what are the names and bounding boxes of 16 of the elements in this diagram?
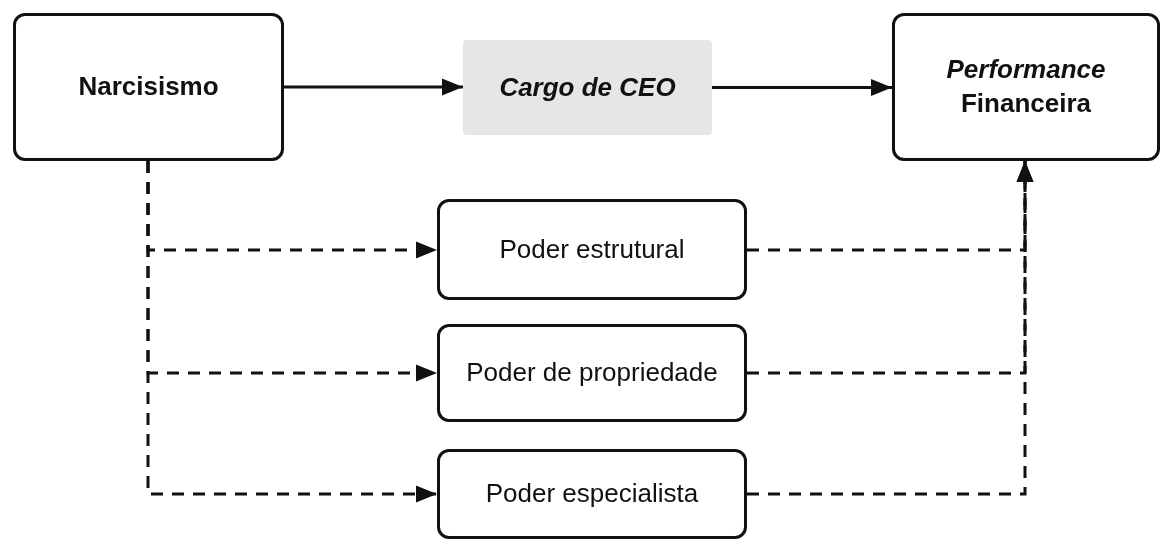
node-label: Poder de propriedade [465, 356, 719, 390]
node-label: Poder estrutural [498, 232, 686, 266]
shaded-box [463, 40, 712, 135]
process-box [437, 324, 747, 422]
node-label: Poder especialista [484, 477, 700, 511]
node-label: Narcisismo [77, 70, 220, 104]
arrow [284, 78, 463, 96]
dashed-arrow [747, 161, 1034, 496]
node-label: Cargo de CEO [498, 70, 677, 104]
process-box [437, 449, 747, 539]
arrow [712, 79, 892, 96]
process-box [437, 199, 747, 300]
node-label: Performance Financeira [945, 53, 1107, 120]
dashed-arrow [146, 161, 437, 503]
process-box [892, 13, 1160, 161]
process-box [13, 13, 284, 161]
